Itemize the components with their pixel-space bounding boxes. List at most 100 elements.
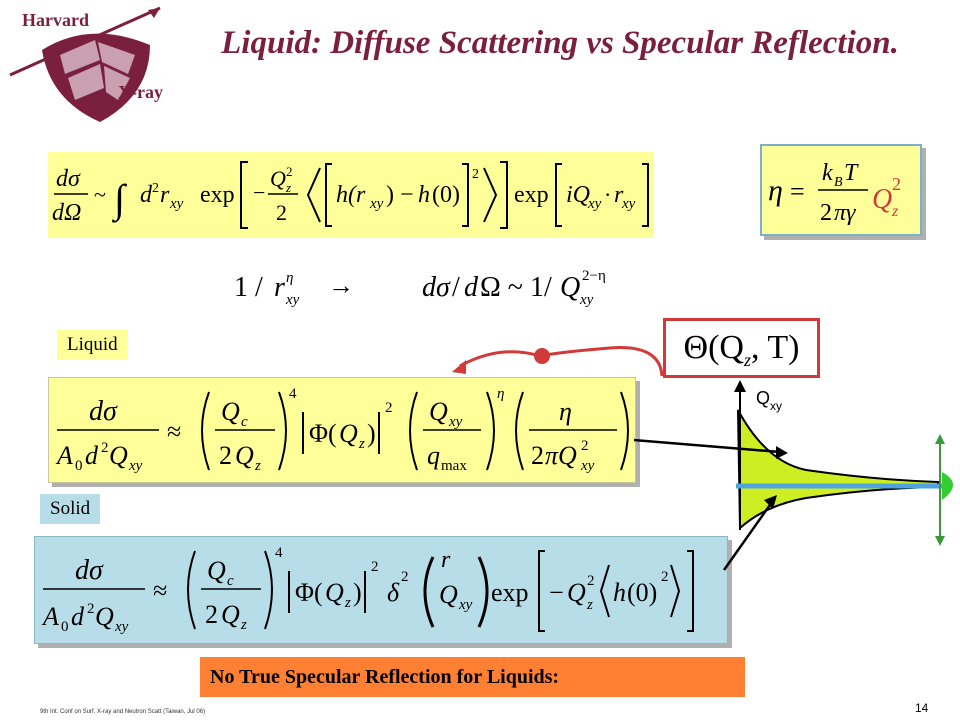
svg-text:Φ(: Φ( — [295, 578, 323, 607]
svg-text:z: z — [358, 436, 365, 452]
svg-text:η: η — [497, 386, 504, 402]
svg-text:2: 2 — [472, 167, 479, 182]
svg-text:xy: xy — [448, 414, 463, 430]
svg-text:2: 2 — [892, 174, 901, 194]
theta-function-box: Θ(Qz, T) — [663, 318, 820, 378]
svg-text:xy: xy — [128, 458, 143, 474]
svg-text:4: 4 — [275, 545, 283, 561]
svg-text:Q: Q — [339, 419, 358, 448]
svg-text:d: d — [85, 441, 99, 470]
svg-text:A: A — [55, 441, 73, 470]
equation-pointer-arrows — [633, 438, 788, 571]
svg-text:2: 2 — [101, 440, 109, 456]
svg-text:Q: Q — [439, 580, 458, 609]
svg-text:k: k — [822, 160, 833, 186]
svg-text:Q: Q — [207, 556, 226, 585]
footer-citation: 9th Int. Conf on Surf. X-ray and Neutron… — [40, 709, 206, 715]
svg-text:2: 2 — [581, 438, 589, 454]
svg-text:B: B — [834, 175, 843, 190]
svg-text:z: z — [891, 203, 899, 220]
svg-text:xy: xy — [458, 597, 473, 613]
svg-text:2: 2 — [401, 569, 409, 585]
svg-text:d: d — [71, 602, 85, 631]
svg-text:Φ(: Φ( — [309, 419, 337, 448]
svg-text:Q: Q — [221, 600, 240, 629]
eta-definition-equation: η = k B T 2 πγ Q z 2 — [760, 144, 922, 236]
svg-text:T: T — [844, 160, 859, 186]
svg-text:πγ: πγ — [834, 200, 856, 226]
svg-text:η: η — [559, 397, 572, 426]
svg-text:z: z — [240, 617, 247, 633]
svg-text:) −: ) − — [386, 182, 414, 208]
svg-text:→: → — [328, 271, 354, 300]
svg-text:xy: xy — [169, 196, 184, 212]
svg-text:2: 2 — [286, 164, 293, 179]
solid-label: Solid — [40, 494, 101, 524]
svg-text:Q: Q — [235, 441, 254, 470]
svg-text:Q: Q — [872, 184, 892, 215]
svg-text:Q: Q — [429, 397, 448, 426]
scattering-integral-equation: dσ dΩ ~ ∫ d 2 r xy exp − Q z 2 2 h(r xy … — [48, 152, 654, 238]
svg-text:1 /: 1 / — [234, 272, 263, 303]
svg-text:Ω ~ 1/: Ω ~ 1/ — [480, 272, 552, 303]
qxy-subscript: xy — [770, 399, 782, 413]
svg-text:dΩ: dΩ — [52, 200, 81, 226]
svg-text:−: − — [549, 578, 564, 607]
svg-text:exp: exp — [200, 182, 235, 208]
svg-text:r: r — [614, 182, 624, 208]
svg-text:2: 2 — [219, 441, 232, 470]
svg-text:δ: δ — [387, 578, 400, 607]
svg-text:z: z — [586, 597, 593, 613]
logo-top-text: Harvard — [22, 10, 89, 30]
svg-text:Q: Q — [95, 602, 114, 631]
svg-text:·: · — [604, 182, 611, 207]
svg-text:2: 2 — [661, 569, 669, 585]
svg-text:A: A — [41, 602, 59, 631]
theta-subscript: z — [743, 349, 751, 370]
harvard-xray-logo: Harvard X-ray — [0, 0, 200, 130]
red-curved-arrow — [452, 346, 664, 377]
svg-text:2: 2 — [385, 400, 393, 416]
logo-bottom-text: X-ray — [118, 82, 163, 102]
svg-text:z: z — [285, 180, 291, 195]
svg-text:xy: xy — [579, 292, 594, 308]
svg-text:xy: xy — [587, 196, 602, 212]
svg-text:2: 2 — [205, 600, 218, 629]
svg-text:r: r — [160, 182, 170, 208]
svg-text:η: η — [286, 270, 293, 286]
slide-title: Liquid: Diffuse Scattering vs Specular R… — [221, 25, 899, 61]
svg-text:η: η — [768, 174, 783, 207]
svg-text:∫: ∫ — [111, 176, 128, 223]
svg-text:h: h — [613, 578, 626, 607]
svg-text:4: 4 — [289, 386, 297, 402]
svg-text:2: 2 — [587, 573, 595, 589]
svg-text:exp: exp — [514, 182, 549, 208]
svg-text:d: d — [464, 272, 479, 303]
svg-text:q: q — [427, 441, 440, 470]
theta-text-end: , T) — [750, 329, 800, 366]
svg-text:c: c — [227, 573, 234, 589]
svg-text:Q: Q — [109, 441, 128, 470]
theta-text: Θ(Q — [683, 329, 744, 366]
solid-scattering-equation: dσ A 0 d 2 Q xy ≈ Q c 2 Q z 4 Φ( Q z ) 2… — [34, 536, 728, 644]
svg-text:2: 2 — [371, 559, 379, 575]
svg-text:z: z — [344, 595, 351, 611]
svg-text:z: z — [254, 458, 261, 474]
svg-text:2: 2 — [87, 601, 95, 617]
svg-text:Q: Q — [221, 397, 240, 426]
svg-text:h(r: h(r — [336, 182, 366, 208]
scattering-profile-diagram: Q xy — [734, 380, 953, 546]
svg-text:0: 0 — [61, 619, 69, 635]
svg-text:xy: xy — [369, 196, 384, 212]
svg-text:(0): (0) — [432, 182, 460, 208]
svg-text:xy: xy — [114, 619, 129, 635]
svg-text:exp: exp — [491, 578, 529, 607]
svg-text:max: max — [441, 458, 467, 474]
power-law-relation: 1 / r xy η → dσ / d Ω ~ 1/ Q xy 2−η — [230, 262, 630, 310]
svg-text:2−η: 2−η — [582, 268, 606, 284]
svg-text:): ) — [367, 419, 376, 448]
svg-text:Q: Q — [567, 578, 586, 607]
svg-text:xy: xy — [621, 196, 636, 212]
svg-text:Q: Q — [560, 272, 580, 303]
svg-text:xy: xy — [285, 292, 300, 308]
